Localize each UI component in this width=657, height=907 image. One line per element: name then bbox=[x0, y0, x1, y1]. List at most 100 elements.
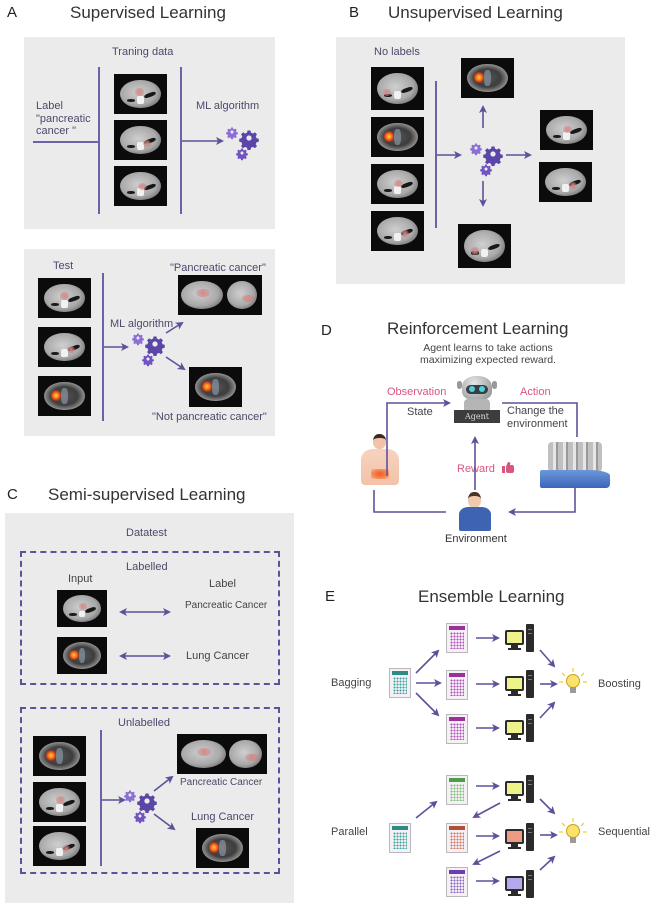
ct-lung-scan bbox=[461, 58, 514, 98]
reinforcement-subtitle: Agent learns to take actions maximizing … bbox=[408, 342, 568, 366]
unlabelled-dashed-box bbox=[20, 707, 280, 874]
labelled-row-1-label: Pancreatic Cancer bbox=[185, 600, 268, 611]
unsupervised-bracket bbox=[435, 81, 437, 228]
ct-abdomen-scan bbox=[371, 211, 424, 251]
ct-abdomen-scan bbox=[38, 278, 91, 318]
panel-letter-a: A bbox=[7, 4, 18, 21]
panel-letter-d: D bbox=[321, 322, 332, 339]
ml-algorithm-label: ML algorithm bbox=[196, 100, 260, 112]
panel-letter-c: C bbox=[7, 486, 18, 503]
computer-icon bbox=[505, 714, 535, 744]
data-sheet-icon bbox=[446, 823, 468, 853]
ensemble-title: Ensemble Learning bbox=[418, 587, 565, 606]
unlabelled-pancreatic-result: Pancreatic Cancer bbox=[180, 777, 263, 788]
change-line-1: Change the bbox=[507, 405, 564, 417]
patient-icon bbox=[355, 434, 405, 486]
training-bracket-left bbox=[98, 67, 100, 214]
computer-icon bbox=[505, 823, 535, 853]
ct-lung-scan bbox=[57, 637, 107, 674]
supervised-title: Supervised Learning bbox=[70, 3, 226, 22]
computer-icon bbox=[505, 870, 535, 900]
label-line-1: Label bbox=[36, 100, 63, 112]
parallel-label: Parallel bbox=[331, 826, 368, 838]
labelled-row-2-label: Lung Cancer bbox=[186, 650, 249, 662]
semi-supervised-title: Semi-supervised Learning bbox=[48, 485, 246, 504]
action-label: Action bbox=[520, 386, 551, 398]
boosting-label: Boosting bbox=[598, 678, 641, 690]
bagging-label: Bagging bbox=[331, 677, 372, 689]
ct-abdomen-scan bbox=[540, 110, 593, 150]
data-sheet-icon bbox=[446, 670, 468, 700]
ct-lung-scan bbox=[33, 736, 86, 776]
agent-badge: Agent bbox=[454, 410, 500, 423]
ct-abdomen-scan bbox=[114, 166, 167, 206]
data-sheet-icon bbox=[446, 623, 468, 653]
computer-icon bbox=[505, 775, 535, 805]
pancreatic-cancer-result: "Pancreatic cancer" bbox=[170, 262, 266, 274]
unsupervised-title: Unsupervised Learning bbox=[388, 3, 563, 22]
test-bracket bbox=[102, 273, 104, 421]
labelled-dashed-box bbox=[20, 551, 280, 685]
subtitle-line-1: Agent learns to take actions bbox=[423, 342, 553, 354]
sequential-label: Sequential bbox=[598, 826, 650, 838]
ct-abdomen-scan bbox=[57, 590, 107, 627]
ct-lung-scan bbox=[196, 828, 249, 868]
ct-abdomen-scan bbox=[114, 120, 167, 160]
not-pancreatic-cancer-result: "Not pancreatic cancer" bbox=[152, 411, 267, 423]
gears-icon bbox=[226, 127, 259, 161]
input-column-header: Input bbox=[68, 573, 93, 585]
unlabelled-lung-result: Lung Cancer bbox=[191, 811, 254, 823]
reward-label: Reward bbox=[457, 463, 495, 475]
state-label: State bbox=[407, 406, 433, 418]
ct-abdomen-scan bbox=[458, 224, 511, 268]
training-bracket-right bbox=[180, 67, 182, 214]
label-line-3: cancer " bbox=[36, 125, 76, 138]
data-sheet-icon bbox=[446, 867, 468, 897]
light-bulb-icon bbox=[559, 668, 587, 693]
panel-letter-b: B bbox=[349, 4, 360, 21]
observation-label: Observation bbox=[387, 386, 447, 398]
test-ml-algorithm-label: ML algorithm bbox=[110, 318, 174, 330]
ct-lung-scan bbox=[189, 367, 242, 407]
gears-icon bbox=[132, 333, 165, 367]
ct-abdomen-scan-pair bbox=[178, 275, 262, 315]
ct-abdomen-scan bbox=[38, 327, 91, 367]
labelled-heading: Labelled bbox=[126, 561, 168, 573]
ct-abdomen-scan bbox=[539, 162, 592, 202]
label-text: Label "pancreatic cancer " bbox=[36, 100, 91, 138]
unlabelled-bracket bbox=[100, 730, 102, 866]
thumbs-up-icon bbox=[502, 461, 514, 473]
robot-agent-icon: Agent bbox=[454, 376, 500, 424]
label-line bbox=[33, 141, 99, 143]
computer-icon bbox=[505, 670, 535, 700]
ct-abdomen-scan bbox=[33, 826, 86, 866]
gears-icon bbox=[124, 790, 157, 824]
unlabelled-heading: Unlabelled bbox=[118, 717, 170, 729]
ct-abdomen-scan bbox=[371, 164, 424, 204]
gears-icon bbox=[470, 143, 503, 177]
light-bulb-icon bbox=[559, 818, 587, 843]
dataset-heading: Datatest bbox=[126, 527, 167, 539]
ct-abdomen-scan bbox=[114, 74, 167, 114]
panel-letter-e: E bbox=[325, 588, 336, 605]
data-sheet-icon bbox=[446, 714, 468, 744]
ct-lung-scan bbox=[38, 376, 91, 416]
surgical-robot-icon bbox=[540, 442, 612, 488]
change-line-2: environment bbox=[507, 417, 568, 430]
change-environment-label: Change the environment bbox=[507, 405, 568, 430]
no-labels-heading: No labels bbox=[374, 46, 420, 58]
data-sheet-icon bbox=[389, 668, 411, 698]
environment-label: Environment bbox=[445, 533, 507, 545]
training-data-heading: Traning data bbox=[112, 46, 174, 58]
label-line-2: "pancreatic bbox=[36, 112, 91, 125]
ct-lung-scan bbox=[371, 117, 424, 157]
data-sheet-icon bbox=[389, 823, 411, 853]
data-sheet-icon bbox=[446, 775, 468, 805]
ct-abdomen-scan bbox=[33, 782, 86, 822]
test-heading: Test bbox=[53, 260, 74, 272]
label-column-header: Label bbox=[209, 578, 236, 590]
reinforcement-title: Reinforcement Learning bbox=[387, 319, 569, 338]
ct-abdomen-scan-pair bbox=[177, 734, 267, 774]
computer-icon bbox=[505, 624, 535, 654]
ct-abdomen-scan bbox=[371, 67, 424, 110]
